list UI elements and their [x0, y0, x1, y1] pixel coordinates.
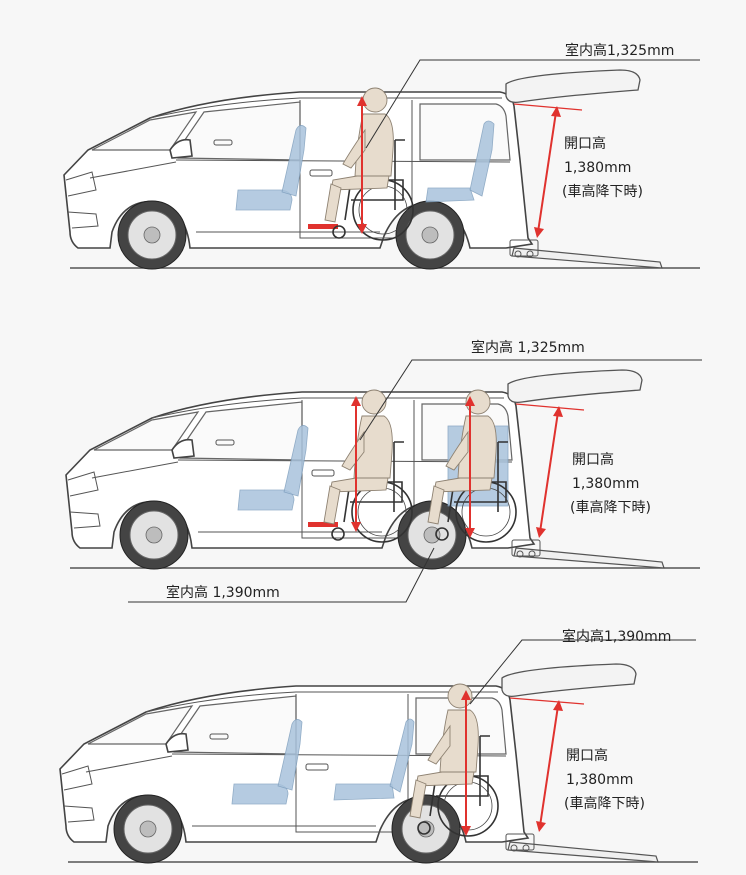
floor-marker: [308, 522, 338, 527]
opening-height-value: 1,380mm: [566, 772, 633, 788]
opening-height-arrow: [515, 403, 585, 538]
rear-seat: [425, 120, 495, 203]
interior-height-leader-lower: [128, 547, 435, 603]
interior-height-label-lower: 室内高 1,390mm: [166, 584, 280, 601]
opening-height-label: 開口高: [566, 747, 608, 764]
opening-height-note: (車高降下時): [562, 183, 643, 200]
second-row-seat: [333, 718, 415, 801]
rear-hatch-ramp: [507, 369, 665, 569]
interior-height-arrow: [461, 690, 471, 836]
interior-height-leader: [469, 639, 696, 705]
interior-height-label: 室内高 1,325mm: [471, 339, 585, 356]
interior-height-label: 室内高1,325mm: [565, 42, 674, 59]
opening-height-value: 1,380mm: [564, 160, 631, 176]
opening-height-arrow: [513, 103, 583, 238]
interior-height-label: 室内高1,390mm: [562, 628, 671, 645]
interior-height-arrow-rear: [465, 396, 475, 538]
opening-height-arrow: [509, 697, 585, 832]
diagram-1: 室内高1,325mm 開口高 1,380mm (車高降下時): [63, 42, 700, 270]
interior-height-leader: [359, 359, 702, 441]
diagram-3: 室内高1,390mm 開口高 1,380mm (車高降下時): [59, 628, 698, 864]
opening-height-label: 開口高: [564, 135, 606, 152]
floor-marker: [308, 224, 338, 229]
diagram-2: 室内高 1,325mm 室内高 1,390mm 開口高 1,380mm (車高降…: [65, 339, 702, 603]
interior-height-arrow: [351, 396, 361, 532]
opening-height-note: (車高降下時): [564, 795, 645, 812]
interior-height-arrow: [357, 96, 367, 234]
opening-height-label: 開口高: [572, 451, 614, 468]
opening-height-value: 1,380mm: [572, 476, 639, 492]
interior-height-leader: [365, 59, 700, 149]
opening-height-note: (車高降下時): [570, 499, 651, 516]
